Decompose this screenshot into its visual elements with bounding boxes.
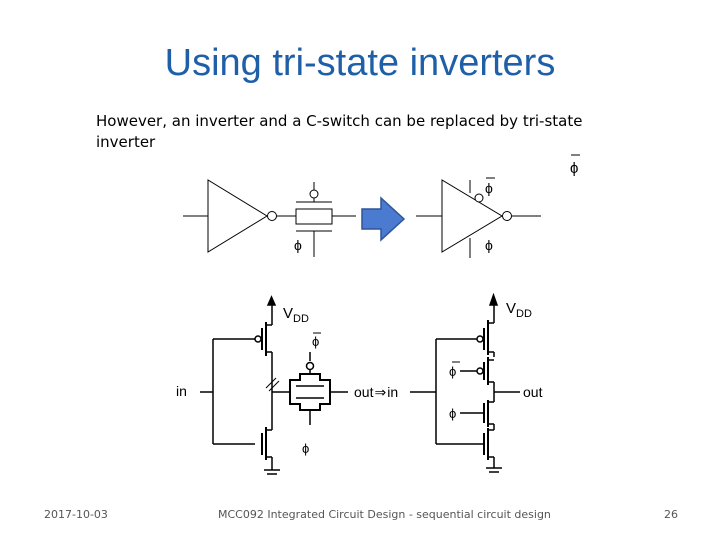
svg-text:ϕ: ϕ (570, 160, 578, 177)
inverter-triangle (207, 179, 268, 253)
cswitch-phi-label: ϕ (294, 237, 302, 253)
replace-arrow (361, 196, 406, 242)
footer-date: 2017-10-03 (44, 508, 108, 521)
cswitch-box (295, 208, 333, 225)
phi-bar-left-label: ϕ (312, 334, 319, 349)
footer-page-number: 26 (664, 508, 678, 521)
phi-left-label: ϕ (302, 441, 309, 456)
out-left-label: out⇒in (354, 384, 398, 400)
inverter-bubble (267, 211, 277, 221)
in-left-label: in (176, 383, 187, 399)
tristate-inverter-diagram (416, 177, 541, 258)
cmos-inverter-tgate-schematic (200, 295, 348, 475)
vdd-left-label: VDD (283, 305, 309, 325)
tristate-phi-bar-label: ϕ (485, 180, 493, 196)
slide-body-text: However, an inverter and a C-switch can … (96, 112, 583, 151)
phi-bar-side-symbol: ϕ (570, 154, 580, 177)
footer-course: MCC092 Integrated Circuit Design - seque… (218, 508, 551, 521)
tristate-bubble (502, 211, 512, 221)
inverter-cswitch-diagram (183, 179, 356, 257)
vdd-right-label: VDD (506, 300, 532, 320)
tristate-phi-label: ϕ (485, 237, 493, 253)
slide-title: Using tri-state inverters (164, 42, 556, 84)
out-right-label: out (523, 384, 543, 400)
tristate-triangle (441, 179, 503, 253)
phi-right-label: ϕ (449, 406, 456, 421)
phi-bar-right-label: ϕ (449, 364, 456, 379)
cmos-tristate-schematic (410, 292, 520, 473)
